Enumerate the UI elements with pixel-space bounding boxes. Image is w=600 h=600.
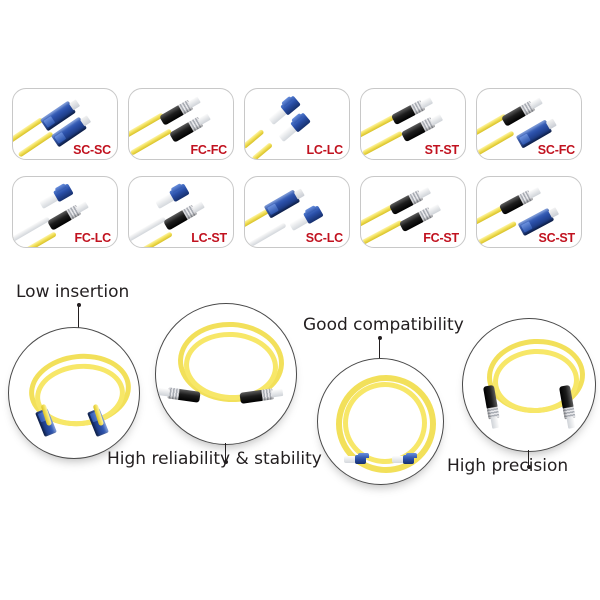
connector-card-fc-lc[interactable]: FC-LC (12, 176, 118, 248)
feature-label-low-insertion: Low insertion (16, 282, 130, 302)
connector-label: SC-LC (305, 231, 343, 245)
connector-label: SC-FC (537, 143, 575, 157)
connector-label: LC-ST (191, 231, 227, 245)
connector-label: FC-ST (423, 231, 459, 245)
connector-type-grid: SC-SC FC-FC LC-LC (12, 88, 588, 248)
connector-label: SC-ST (538, 231, 575, 245)
leader-line-high-reliability (223, 443, 228, 464)
connector-label: SC-SC (73, 143, 111, 157)
connector-card-st-st[interactable]: ST-ST (360, 88, 466, 160)
connector-label: LC-LC (306, 143, 344, 157)
connector-card-sc-fc[interactable]: SC-FC (476, 88, 582, 160)
feature-photo-low-insertion (8, 327, 140, 459)
leader-line-high-precision (526, 450, 531, 469)
connector-card-lc-st[interactable]: LC-ST (128, 176, 234, 248)
connector-card-fc-fc[interactable]: FC-FC (128, 88, 234, 160)
connector-card-sc-sc[interactable]: SC-SC (12, 88, 118, 160)
connector-label: FC-FC (190, 143, 228, 157)
connector-label: FC-LC (74, 231, 112, 245)
connector-card-lc-lc[interactable]: LC-LC (244, 88, 350, 160)
feature-label-good-compatibility: Good compatibility (303, 315, 464, 335)
leader-line-low-insertion (76, 303, 81, 328)
feature-photo-high-reliability (155, 303, 297, 445)
connector-card-sc-st[interactable]: SC-ST (476, 176, 582, 248)
connector-card-sc-lc[interactable]: SC-LC (244, 176, 350, 248)
connector-label: ST-ST (424, 143, 460, 157)
feature-label-high-precision: High precision (447, 456, 569, 476)
feature-label-high-reliability: High reliability & stability (107, 449, 322, 469)
feature-photo-good-compatibility (317, 358, 444, 485)
feature-photo-high-precision (462, 318, 596, 452)
connector-card-fc-st[interactable]: FC-ST (360, 176, 466, 248)
leader-line-good-compatibility (377, 336, 382, 359)
